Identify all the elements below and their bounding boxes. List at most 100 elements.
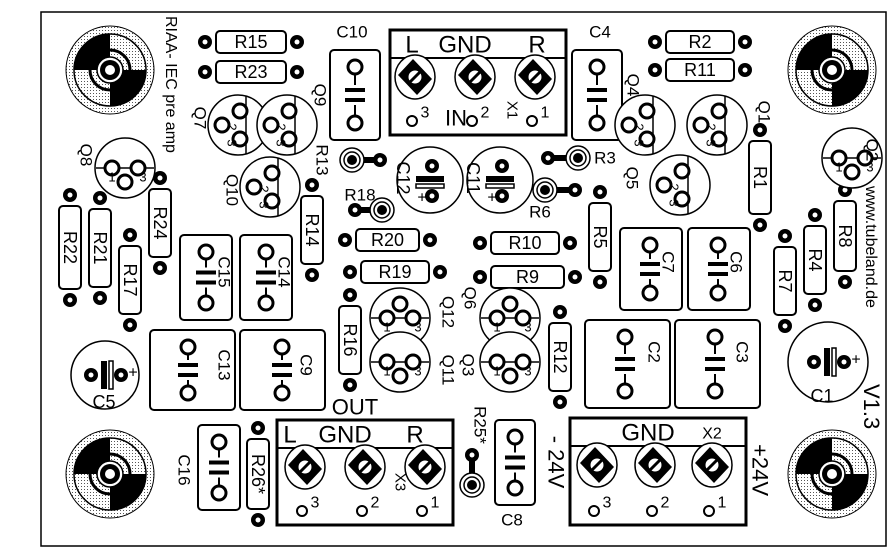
electrolytic-plate (415, 183, 445, 189)
pad-hole (757, 127, 763, 133)
resistor-r16: R16 (338, 288, 362, 392)
supply-minus-label: - 24V (544, 436, 569, 489)
solder-pad (262, 116, 280, 134)
pad-hole (427, 237, 433, 243)
solder-pad (488, 353, 506, 371)
resistor-label: R15 (234, 32, 267, 52)
resistor-r9: R9 (473, 265, 582, 289)
terminal-name: X3 (392, 473, 409, 491)
electrolytic-plate (101, 361, 107, 389)
solder-pad (129, 159, 147, 177)
resistor-r10: R10 (473, 231, 577, 255)
resistor-r15: R15 (198, 30, 304, 54)
pad-hole (255, 517, 261, 523)
pad-hole (652, 67, 658, 73)
pad-hole (469, 452, 475, 458)
pin-number: 3 (311, 495, 320, 512)
pin-number: 1 (493, 364, 500, 379)
capacitor-label: C8 (501, 511, 523, 530)
resistor-body (148, 188, 172, 258)
pin-number: 3 (274, 139, 289, 146)
terminal-pin (526, 115, 538, 127)
polarity-mark: + (128, 365, 137, 382)
solder-pad (616, 328, 634, 346)
resistor-label: R17 (120, 263, 140, 296)
resistor-body (773, 246, 797, 316)
jumper-r18: R18 (344, 186, 395, 223)
transistor-label: Q3 (459, 354, 478, 377)
pad-hole (812, 212, 818, 218)
resistor-label: R10 (508, 233, 541, 253)
terminal-header-label: GND (318, 422, 371, 449)
hole-drill (105, 469, 115, 479)
electrolytic-plate (486, 176, 514, 182)
solder-pad (506, 428, 524, 446)
solder-pad (692, 116, 710, 134)
mounting-hole (65, 429, 155, 519)
pin-number: 1 (431, 495, 440, 512)
solder-pad (263, 192, 281, 210)
resistor-r21: R21 (88, 191, 112, 305)
solder-pad (245, 178, 263, 196)
resistor-r12: R12 (548, 305, 572, 409)
pad-hole (309, 272, 315, 278)
capacitor-label: C2 (645, 341, 664, 363)
transistor-label: Q9 (311, 84, 330, 107)
pad-hole (342, 237, 348, 243)
pin-number: 1 (835, 160, 842, 175)
pin-number: 3 (632, 139, 647, 146)
jumper-pad (467, 480, 477, 490)
solder-pad (210, 433, 228, 451)
pad-hole (255, 425, 261, 431)
electrolytic-label: C5 (92, 392, 115, 412)
solder-pad (641, 284, 659, 302)
transistor-label: Q12 (439, 296, 458, 328)
solder-pad (346, 58, 364, 76)
resistor-r23: R23 (198, 60, 304, 84)
transistor-label: Q4 (624, 74, 643, 97)
pin-number: 3 (524, 364, 531, 379)
resistor-body (215, 30, 287, 54)
electrolytic-label: C1 (810, 386, 833, 406)
screw-slot (648, 458, 662, 472)
resistor-body (748, 140, 772, 215)
resistor-r19: R19 (343, 260, 447, 284)
pad-hole (97, 195, 103, 201)
transistor-label: Q6 (461, 287, 480, 310)
screw-slot (408, 70, 422, 84)
terminal-pin (588, 505, 600, 517)
capacitor-c4: C4 (571, 23, 623, 141)
transistor-label: Q1 (755, 101, 774, 124)
website-label: www.tubeland.de (862, 185, 879, 308)
pin-number: 2 (371, 495, 380, 512)
resistor-r26-star: R26* (246, 421, 270, 527)
solder-pad (514, 353, 532, 371)
hole-drill (105, 65, 115, 75)
terminal-pin (296, 505, 308, 517)
capacitor-c2: C2 (584, 319, 671, 409)
solder-pad (273, 384, 291, 402)
pin-number: 3 (225, 139, 240, 146)
pad-hole (157, 265, 163, 271)
pad-hole (118, 372, 124, 378)
resistor-body (665, 30, 735, 54)
solder-pad (231, 130, 249, 148)
resistor-r5: R5 (588, 185, 612, 289)
pad-hole (309, 182, 315, 188)
resistor-label: R5 (590, 225, 610, 248)
polarity-mark: + (851, 352, 860, 369)
screw-slot (528, 70, 542, 84)
transistor-label: Q7 (191, 107, 210, 130)
pad-hole (742, 67, 748, 73)
solder-pad (706, 328, 724, 346)
solder-pad (641, 236, 659, 254)
hole-drill (827, 469, 837, 479)
pin-number: 2 (661, 495, 670, 512)
terminal-name: X2 (702, 426, 722, 443)
